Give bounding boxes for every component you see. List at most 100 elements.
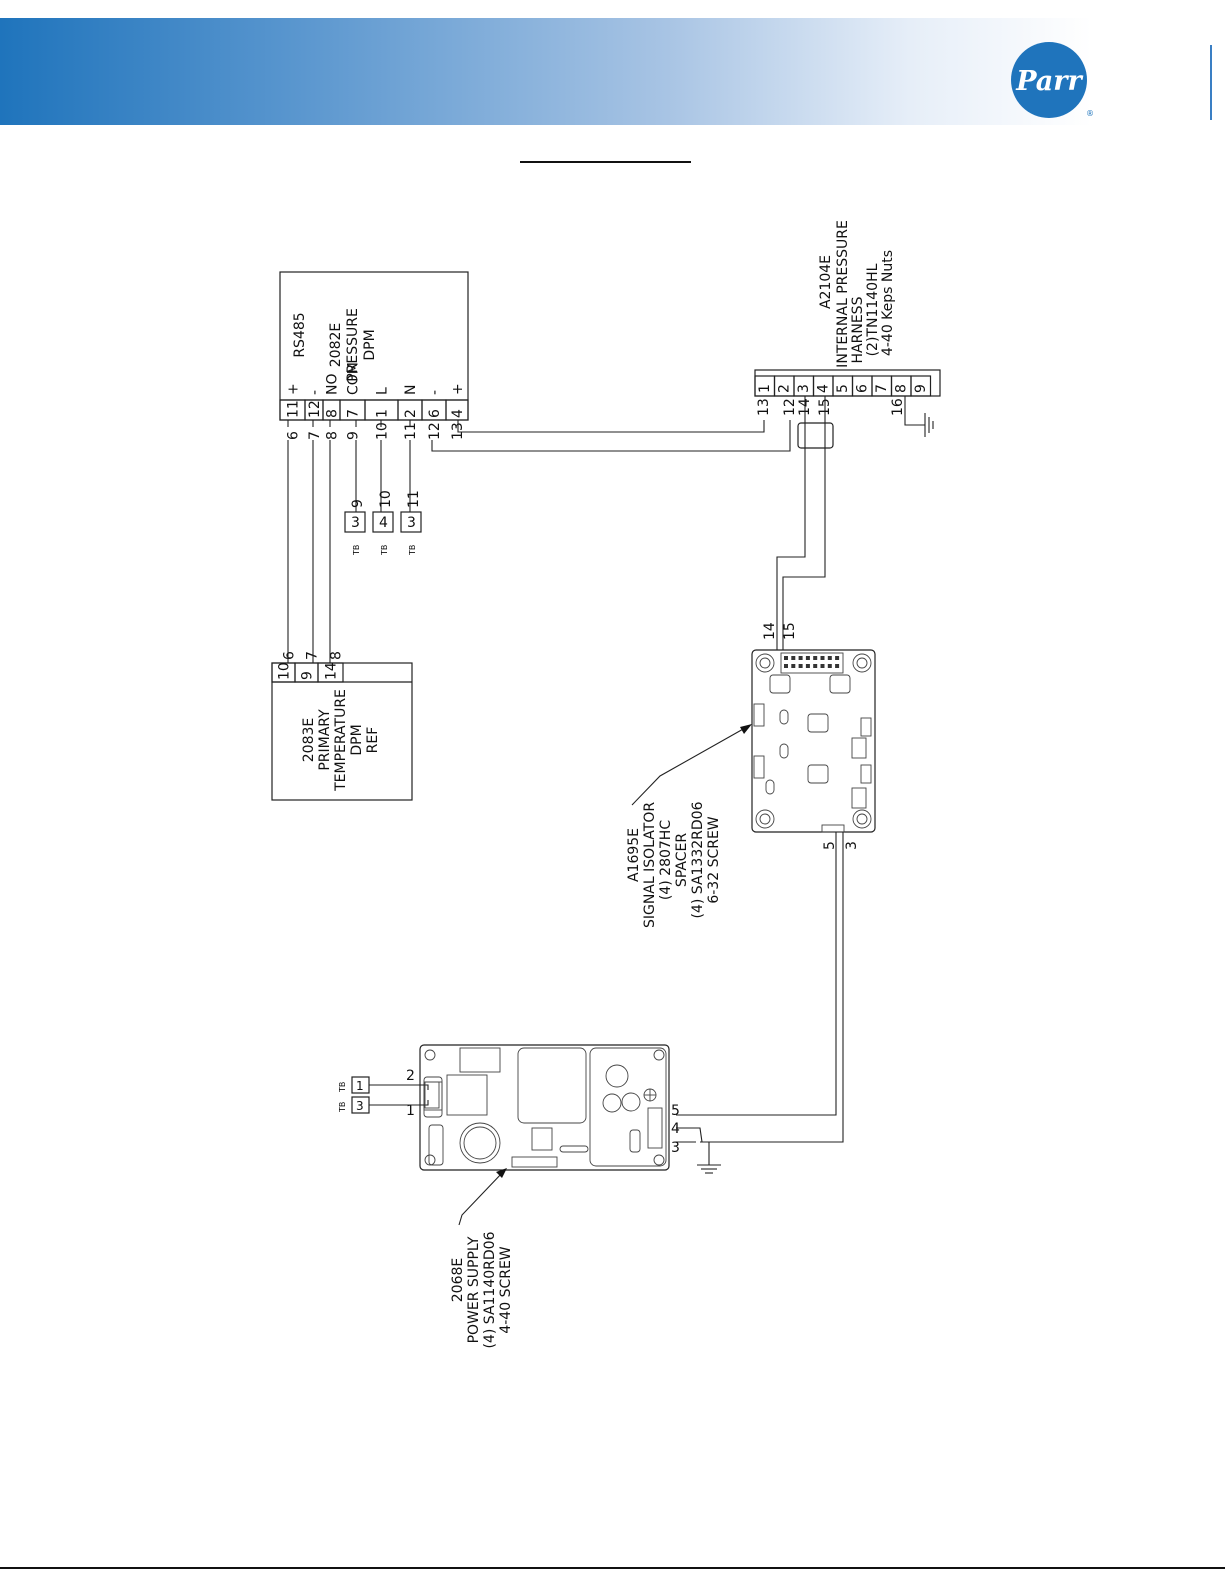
svg-text:2: 2 xyxy=(406,1068,415,1084)
temperature-dpm: 2083E PRIMARY TEMPERATURE DPM REF 106971… xyxy=(271,651,413,801)
pressure-dpm-wire-number: 7 xyxy=(307,431,323,440)
pressure-dpm-pin: 2 xyxy=(403,409,419,418)
power-supply-tb: 1 3 TB TB xyxy=(338,1076,440,1114)
svg-text:15: 15 xyxy=(782,622,798,640)
harness-pin: 9 xyxy=(913,384,929,393)
harness-line-1: A2104E xyxy=(818,255,834,309)
terminal-wire-number: 11 xyxy=(406,490,422,508)
terminal-block xyxy=(372,511,394,533)
harness-wire-number: 16 xyxy=(890,398,906,416)
terminal-number: 4 xyxy=(379,515,388,531)
pressure-dpm-wire-number: 6 xyxy=(286,431,302,440)
title-underline xyxy=(520,161,691,163)
harness-line-2: INTERNAL PRESSURE xyxy=(835,220,851,368)
svg-text:4: 4 xyxy=(671,1121,680,1137)
header-divider xyxy=(1210,45,1212,120)
harness-pin: 8 xyxy=(894,384,910,393)
temperature-dpm-line-3: TEMPERATURE xyxy=(333,689,349,792)
svg-text:5: 5 xyxy=(822,841,838,850)
svg-text:5: 5 xyxy=(671,1103,680,1119)
ground-icon xyxy=(697,1142,721,1174)
pressure-dpm-wire-number: 8 xyxy=(325,431,341,440)
header-band xyxy=(0,18,1213,125)
harness-line-4: (2)TN1140HL xyxy=(865,263,881,356)
pressure-dpm-wire-number: 10 xyxy=(375,422,391,440)
power-supply-pin-labels: 2 1 5 4 3 xyxy=(406,1068,680,1156)
svg-text:3: 3 xyxy=(671,1140,680,1156)
dpm-link-wires xyxy=(287,420,331,663)
harness-wire-number: 13 xyxy=(756,398,772,416)
svg-text:SIGNAL ISOLATOR: SIGNAL ISOLATOR xyxy=(642,802,658,928)
pressure-dpm-pin: 6 xyxy=(427,409,443,418)
pressure-dpm-pin-label: COM xyxy=(346,362,362,395)
temperature-dpm-line-2: PRIMARY xyxy=(317,709,333,771)
svg-text:4-40 SCREW: 4-40 SCREW xyxy=(498,1246,514,1333)
pressure-dpm-wire-number: 9 xyxy=(346,431,362,440)
harness-pin: 4 xyxy=(816,384,832,393)
parr-logo: Parr ® xyxy=(1011,42,1093,118)
terminal-wire-number: 10 xyxy=(378,490,394,508)
pressure-dpm: 2082E PRESSURE DPM RS485 11+612-78NO87CO… xyxy=(279,271,469,440)
pressure-dpm-pin: 11 xyxy=(286,400,302,418)
isolator-pin-labels: 14 15 5 3 xyxy=(762,622,860,850)
footer-rule xyxy=(0,1567,1225,1569)
svg-text:14: 14 xyxy=(762,622,778,640)
temperature-dpm-line-4: DPM xyxy=(349,724,365,755)
svg-text:1: 1 xyxy=(406,1103,415,1119)
pressure-dpm-pin-label: - xyxy=(427,390,443,395)
terminal-block-label: TB xyxy=(408,545,417,556)
pressure-dpm-pin: 4 xyxy=(450,409,466,418)
ground-icon xyxy=(924,413,934,437)
isolator-signal-wires xyxy=(776,396,834,668)
svg-text:Parr: Parr xyxy=(1015,66,1083,97)
svg-text:A1695E: A1695E xyxy=(626,828,642,882)
power-supply-leader xyxy=(458,1171,504,1226)
harness-line-5: 4-40 Keps Nuts xyxy=(880,250,896,356)
terminal-wire-number: 9 xyxy=(350,499,366,508)
pressure-dpm-line-3: DPM xyxy=(362,329,378,360)
temperature-dpm-wire-number: 8 xyxy=(329,651,345,660)
pressure-dpm-pin-label: N xyxy=(403,385,419,395)
pressure-dpm-wire-number: 12 xyxy=(427,422,443,440)
svg-text:SPACER: SPACER xyxy=(674,833,690,887)
pressure-dpm-pin: 12 xyxy=(307,400,323,418)
svg-text:(4) SA1140RD06: (4) SA1140RD06 xyxy=(482,1231,498,1348)
isolator-callout: A1695E SIGNAL ISOLATOR (4) 2807HC SPACER… xyxy=(626,801,722,928)
svg-text:®: ® xyxy=(1086,109,1093,118)
svg-text:TB: TB xyxy=(338,1102,347,1113)
terminal-number: 3 xyxy=(407,515,416,531)
temperature-dpm-wire-number: 6 xyxy=(282,651,298,660)
pressure-dpm-wire-number: 11 xyxy=(403,422,419,440)
svg-text:TB: TB xyxy=(338,1082,347,1093)
terminal-block-label: TB xyxy=(380,545,389,556)
svg-text:(4) SA1332RD06: (4) SA1332RD06 xyxy=(690,801,706,918)
tb-wires xyxy=(355,420,411,512)
svg-text:POWER SUPPLY: POWER SUPPLY xyxy=(466,1236,482,1343)
terminal-block xyxy=(344,511,366,533)
temperature-dpm-pin: 10 xyxy=(277,662,293,680)
pressure-dpm-pin-label: + xyxy=(450,383,466,395)
harness-pin: 5 xyxy=(835,384,851,393)
power-wires xyxy=(676,832,844,1143)
terminal-block xyxy=(400,511,422,533)
pressure-dpm-line-1: 2082E xyxy=(328,323,344,367)
power-supply-board xyxy=(419,1044,670,1171)
pressure-dpm-pin-label: - xyxy=(307,390,323,395)
pressure-dpm-pin: 7 xyxy=(346,409,362,418)
temperature-dpm-pin: 14 xyxy=(324,662,340,680)
harness-pin: 3 xyxy=(796,384,812,393)
temperature-dpm-pin: 9 xyxy=(300,671,316,680)
isolator-leader xyxy=(631,727,746,806)
rs485-label: RS485 xyxy=(292,312,308,357)
pressure-dpm-line-2: PRESSURE xyxy=(345,308,361,382)
harness-pin: 7 xyxy=(874,384,890,393)
harness-pin: 1 xyxy=(757,384,773,393)
temperature-dpm-line-1: 2083E xyxy=(301,718,317,762)
signal-isolator-board xyxy=(751,649,876,833)
pressure-dpm-pin: 8 xyxy=(325,409,341,418)
svg-text:3: 3 xyxy=(844,841,860,850)
terminal-block-label: TB xyxy=(352,545,361,556)
